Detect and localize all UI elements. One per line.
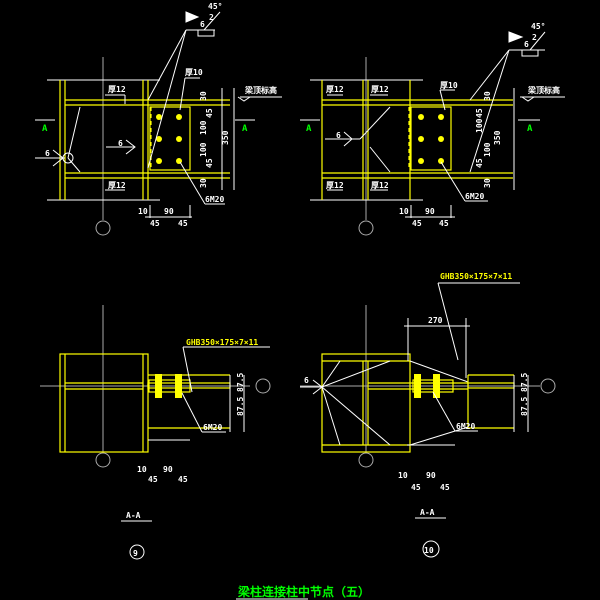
plate-thickness-label: 厚10 [440,81,458,90]
dim-text: 90 [425,207,435,216]
dim-text: 45 [150,219,160,228]
axis-bubble [358,452,374,468]
dim-text: 45 [178,475,188,484]
dim-text: 45 [178,219,188,228]
section-label: A-A [126,511,141,520]
weld-size: 6 [200,20,205,29]
dim-text: 45 [440,483,450,492]
bolt-spec: 6M20 [203,423,222,432]
drawing-title: 梁柱连接柱中节点（五） [237,584,370,599]
fillet-weld-size: 6 [336,131,341,140]
weld-size: 6 [524,40,529,49]
bolt-assemblies [155,374,182,398]
flange-thickness-label: 厚12 [108,85,126,94]
plate-thickness-label: 厚10 [185,68,203,77]
detail-number-bubble [129,544,145,560]
bolt-assemblies [414,374,440,398]
bolt-group [418,114,444,164]
fillet-weld-size: 6 [45,149,50,158]
dim-text: 350 [493,130,502,145]
dim-text: 45 [439,219,449,228]
detail-number: 9 [133,549,138,558]
dim-text: 30 [199,91,208,101]
dim-text: 350 [221,130,230,145]
fillet-weld-size: 6 [118,139,123,148]
flange-thickness-label: 厚12 [371,85,389,94]
detail10-plan: 厚12 厚12 厚12 厚12 厚10 梁顶标高 45° 6 2 A A 6 3… [300,22,565,236]
flange-thickness-label: 厚12 [326,181,344,190]
dim-text: 45 [475,158,484,168]
column-flanges [59,80,149,200]
section-mark: A [242,124,248,134]
weld-gap: 2 [532,33,537,42]
column-section [321,353,411,453]
dim-text: 45 [475,108,484,118]
dim-text: 87.5 [236,397,245,416]
beam-flanges [65,99,230,179]
dim-text: 270 [428,316,443,325]
vertical-dims: 30 45 100 100 45 30 350 [199,91,230,188]
beam-top-elevation-label: 梁顶标高 [527,85,560,95]
dim-text: 30 [483,91,492,101]
vertical-dims: 30 45 100 100 45 30 350 [475,91,502,188]
detail9-plan: 厚12 厚12 厚10 梁顶标高 45° 6 2 A A 6 6 30 45 1… [35,2,282,236]
weld-gap: 2 [209,13,214,22]
dim-text: 100 [475,118,484,133]
dim-text: 30 [483,178,492,188]
shear-plate [149,106,191,171]
dim-text: 45 [411,483,421,492]
leader-lines [35,11,282,218]
dim-text: 10 [137,465,147,474]
dim-text: 30 [199,178,208,188]
section-mark: A [42,124,48,134]
beam-spec: GHB350×175×7×11 [186,338,258,347]
bolt-spec: 6M20 [205,195,224,204]
flange-thickness-label: 厚12 [108,181,126,190]
bolt-spec: 6M20 [456,422,475,431]
flange-thickness-label: 厚12 [326,85,344,94]
section-label: A-A [420,508,435,517]
dim-text: 10 [399,207,409,216]
dim-text: 45 [205,108,214,118]
beam-spec: GHB350×175×7×11 [440,272,512,281]
detail-number-bubble [422,540,440,558]
section-mark: A [527,124,533,134]
dim-text: 45 [205,158,214,168]
section-mark: A [306,124,312,134]
column-section [59,353,149,453]
detail10-section: GHB350×175×7×11 270 6 6M20 87.5 87.5 10 … [300,272,556,558]
dim-text: 100 [199,120,208,135]
dim-text: 45 [412,219,422,228]
axis-bubble [358,220,374,236]
dim-text: 87.5 [520,397,529,416]
shear-plate [148,379,191,393]
bolt-group [156,114,182,164]
leader-lines [300,31,565,218]
dim-text: 90 [426,471,436,480]
axis-bubble [540,378,556,394]
detail-number: 10 [424,546,434,555]
shear-plate [410,106,452,171]
dim-text: 100 [199,142,208,157]
dim-text: 87.5 [520,373,529,392]
fillet-weld-size: 6 [304,376,309,385]
dim-text: 90 [164,207,174,216]
beam-flanges [322,99,513,179]
axis-bubble [95,452,111,468]
beam-top-elevation-label: 梁顶标高 [244,85,277,95]
axis-bubble [95,220,111,236]
bolt-spec: 6M20 [465,192,484,201]
detail9-section: GHB350×175×7×11 6M20 87.5 87.5 10 90 45 … [40,305,271,560]
axis-bubble [255,378,271,394]
dim-text: 100 [483,142,492,157]
dim-text: 10 [398,471,408,480]
dim-text: 90 [163,465,173,474]
dim-text: 87.5 [236,373,245,392]
dim-text: 10 [138,207,148,216]
dim-text: 45 [148,475,158,484]
flange-thickness-label: 厚12 [371,181,389,190]
weld-angle: 45° [208,2,222,11]
weld-angle: 45° [531,22,545,31]
